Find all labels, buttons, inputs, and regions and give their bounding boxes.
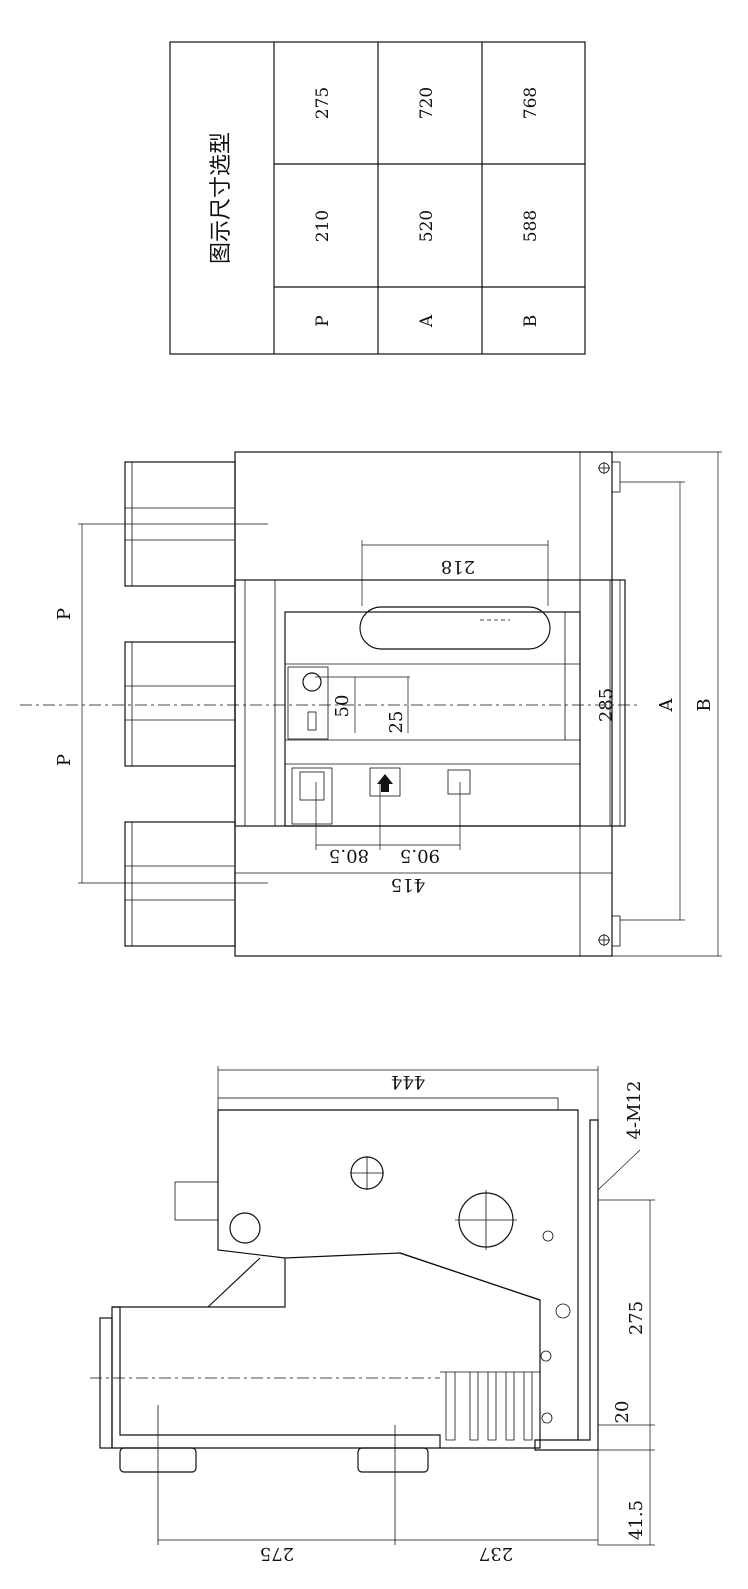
heat-sink-fins: [440, 1371, 540, 1441]
dim-4-m12: 4-M12: [624, 1081, 645, 1140]
table-cell-a-v1: 520: [417, 210, 437, 242]
dim-237: 237: [479, 1543, 513, 1564]
dim-275-right: 275: [626, 1301, 647, 1335]
dim-b: B: [694, 698, 715, 711]
terminal-bushings: [124, 461, 236, 947]
table-cell-b-key: B: [521, 315, 541, 328]
table-cell-a-key: A: [417, 314, 437, 328]
table-cell-b-v2: 768: [521, 87, 541, 119]
dim-a: A: [656, 698, 677, 713]
table-title: 图示尺寸选型: [209, 132, 234, 264]
table-cell-a-v2: 720: [417, 87, 437, 119]
dim-p-lower: P: [54, 754, 75, 766]
dim-285: 285: [596, 688, 617, 722]
dim-444: 444: [391, 1071, 425, 1092]
size-selection-table: 图示尺寸选型 P 210 275 A 520 720 B 588 768: [169, 41, 586, 355]
table-cell-b-v1: 588: [521, 210, 541, 242]
dim-41-5: 41.5: [626, 1500, 647, 1540]
dim-p-upper: P: [54, 608, 75, 620]
table-cell-p-v2: 275: [313, 87, 333, 119]
table-cell-p-v1: 210: [313, 210, 333, 242]
dim-50: 50: [332, 695, 353, 718]
front-view: P P 218 50 25 285 A B 80.5 90.: [20, 451, 722, 957]
dim-218: 218: [441, 556, 475, 577]
dim-90-5: 90.5: [400, 845, 440, 866]
dim-80-5: 80.5: [329, 845, 369, 866]
dim-275-bottom: 275: [260, 1543, 294, 1564]
table-cell-p-key: P: [313, 315, 333, 326]
dim-25: 25: [386, 711, 407, 734]
side-view: 444 4-M12 275 20 41.5 275 237: [90, 1066, 655, 1564]
dim-20: 20: [612, 1401, 633, 1424]
dim-415: 415: [391, 874, 425, 895]
